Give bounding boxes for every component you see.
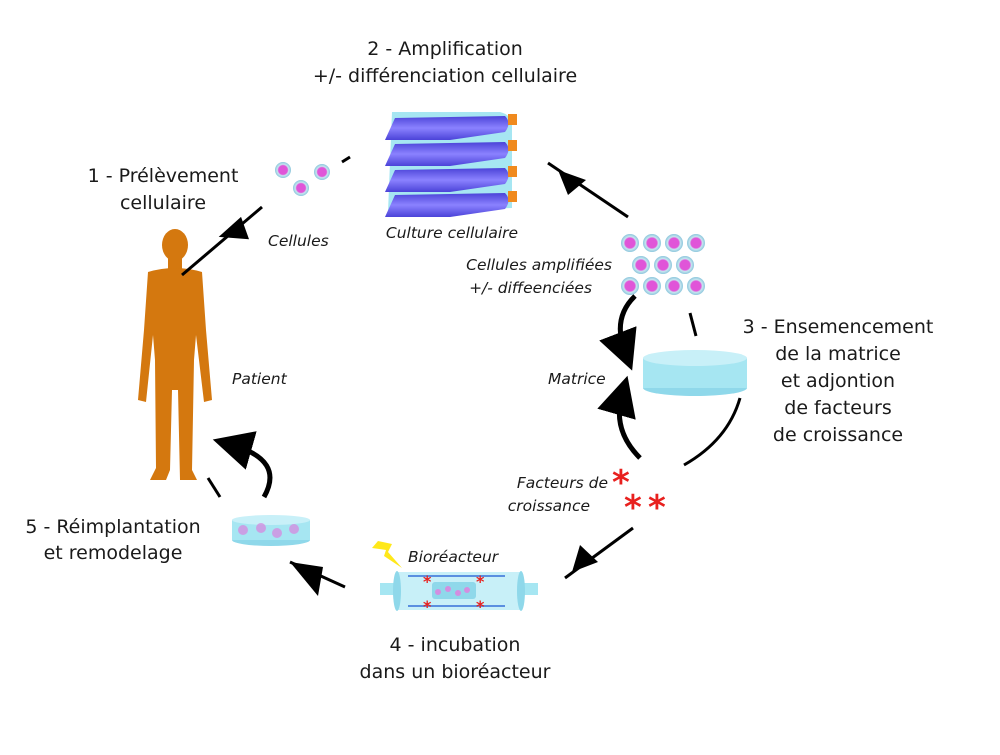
svg-text:de facteurs: de facteurs (784, 397, 891, 419)
amplified-cell (687, 277, 705, 295)
growth-factor-asterisks-icon: * * * (612, 463, 666, 528)
svg-text:*: * (476, 572, 485, 591)
lightning-icon (372, 541, 402, 568)
matrix-disc-icon (643, 350, 747, 396)
amplified-cells-sublabel: +/- diffeenciées (469, 279, 592, 297)
amplified-cell (676, 256, 694, 274)
step-3-label: 3 - Ensemencement de la matrice et adjon… (743, 316, 934, 446)
cells-label: Cellules (268, 232, 329, 250)
flask (385, 166, 517, 192)
reimplant-dish-icon (232, 515, 310, 546)
growth-factors-label: Facteurs de (517, 474, 608, 492)
svg-text:et adjontion: et adjontion (781, 370, 895, 392)
svg-text:*: * (476, 597, 485, 616)
flask (385, 140, 517, 166)
svg-text:de croissance: de croissance (773, 424, 903, 446)
step-1-label: 1 - Prélèvement cellulaire (88, 165, 239, 214)
amplified-cell (665, 277, 683, 295)
amplified-cell (665, 234, 683, 252)
step-2-subtitle: +/- différenciation cellulaire (313, 65, 577, 87)
growth-factors-sublabel: croissance (508, 497, 590, 515)
amplified-cell (687, 234, 705, 252)
step-1-subtitle: cellulaire (120, 192, 206, 214)
step-2-title: 2 - Amplification (367, 38, 523, 60)
flask (385, 114, 517, 140)
svg-text:*: * (648, 488, 666, 528)
matrix-label: Matrice (548, 370, 606, 388)
amplified-cell (632, 256, 650, 274)
cycle-arrows (181, 161, 742, 596)
svg-text:5 - Réimplantation: 5 - Réimplantation (25, 516, 200, 538)
step-1-title: 1 - Prélèvement (88, 165, 239, 187)
flask (385, 191, 517, 217)
harvested-cells-icon (275, 155, 351, 196)
amplified-cell (621, 277, 639, 295)
step-5-label: 5 - Réimplantation et remodelage (25, 516, 200, 564)
svg-text:de la matrice: de la matrice (775, 343, 901, 365)
bioreactor-label: Bioréacteur (408, 548, 500, 566)
step-2-label: 2 - Amplification +/- différenciation ce… (313, 38, 577, 87)
bioreactor-icon: * * * * (380, 571, 538, 616)
amplified-cells-icon (621, 234, 705, 295)
svg-text:*: * (423, 597, 432, 616)
amplified-cell (654, 256, 672, 274)
amplified-cells-label: Cellules amplifiées (466, 256, 612, 274)
svg-text:3 - Ensemencement: 3 - Ensemencement (743, 316, 934, 338)
amplified-cell (643, 234, 661, 252)
step-4-label: 4 - incubation dans un bioréacteur (360, 634, 551, 683)
svg-text:*: * (612, 463, 630, 503)
svg-text:*: * (624, 488, 642, 528)
amplified-cell (621, 234, 639, 252)
svg-text:*: * (423, 572, 432, 591)
svg-text:et remodelage: et remodelage (44, 542, 183, 564)
svg-text:dans un bioréacteur: dans un bioréacteur (360, 661, 551, 683)
svg-text:4 - incubation: 4 - incubation (390, 634, 521, 656)
amplified-cell (643, 277, 661, 295)
culture-flasks-icon (385, 112, 517, 217)
culture-label: Culture cellulaire (386, 224, 518, 242)
patient-label: Patient (232, 370, 288, 388)
patient-silhouette-icon (138, 229, 212, 480)
